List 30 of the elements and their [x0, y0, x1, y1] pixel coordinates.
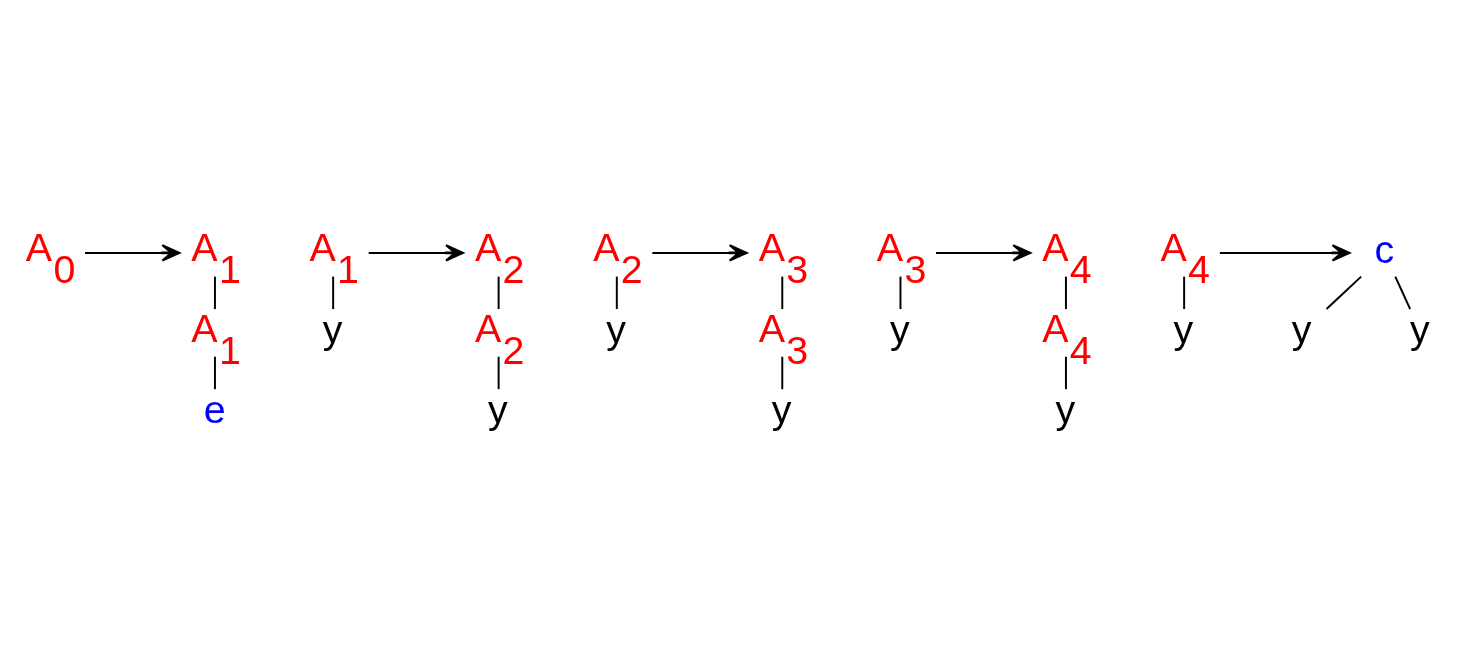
node-text: y	[1410, 306, 1430, 351]
node-text: y	[771, 386, 792, 431]
arrow	[1218, 243, 1351, 262]
connector	[213, 355, 216, 390]
connector	[615, 275, 618, 310]
connector	[332, 275, 335, 310]
connector	[1064, 355, 1067, 390]
connector	[1064, 275, 1067, 310]
connector	[781, 275, 784, 310]
node-text: y	[322, 306, 343, 351]
connector	[213, 275, 216, 310]
node-text: c	[1374, 226, 1395, 271]
node-text: y	[606, 306, 626, 351]
node-text: e	[203, 386, 226, 431]
node-text: y	[889, 306, 910, 351]
arrow	[935, 243, 1032, 262]
arrow	[84, 243, 181, 262]
connector	[497, 275, 500, 310]
connector	[781, 355, 784, 390]
connector	[899, 275, 902, 310]
connector	[497, 355, 500, 390]
node-text: y	[1291, 306, 1312, 351]
connector	[1325, 275, 1363, 310]
arrow	[651, 243, 748, 262]
node-text: y	[488, 386, 508, 431]
connector	[1394, 275, 1412, 310]
connector	[1183, 275, 1186, 310]
node-text: y	[1173, 306, 1194, 351]
arrow	[367, 243, 465, 262]
node-text: y	[1055, 386, 1076, 431]
